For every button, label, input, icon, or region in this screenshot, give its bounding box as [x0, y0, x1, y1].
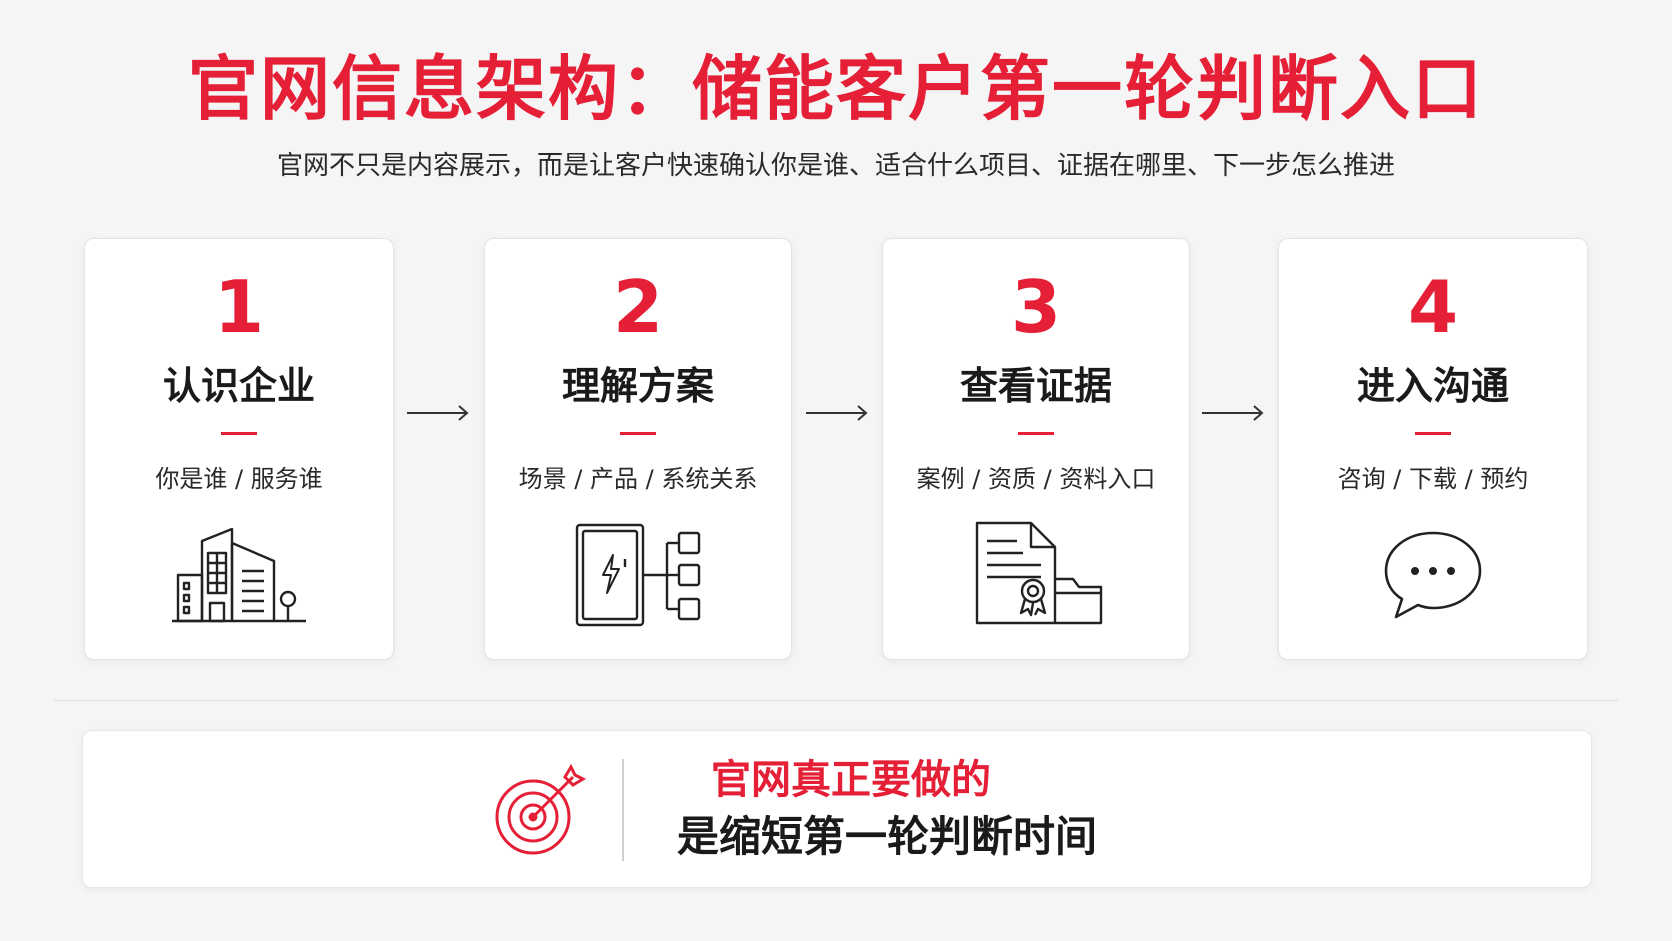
step-title: 进入沟通: [1356, 364, 1509, 408]
step-description: 场景 / 产品 / 系统关系: [518, 465, 758, 493]
step-title: 认识企业: [162, 364, 315, 408]
arrow-right-icon: [407, 405, 469, 421]
step-description: 案例 / 资质 / 资料入口: [916, 465, 1156, 493]
conclusion-panel: 官网真正要做的 是缩短第一轮判断时间: [82, 730, 1592, 888]
conclusion-statement: 是缩短第一轮判断时间: [677, 812, 1098, 861]
step-card-2: 2 理解方案 场景 / 产品 / 系统关系: [484, 238, 792, 660]
step-card-3: 3 查看证据 案例 / 资质 / 资料入口: [882, 238, 1190, 660]
target-icon: [495, 763, 587, 855]
building-icon: [172, 527, 306, 623]
page-subtitle: 官网不只是内容展示，而是让客户快速确认你是谁、适合什么项目、证据在哪里、下一步怎…: [276, 151, 1395, 181]
step-underline: [1018, 432, 1054, 435]
step-title: 查看证据: [959, 364, 1112, 408]
step-card-4: 4 进入沟通 咨询 / 下载 / 预约: [1278, 238, 1588, 660]
step-number: 3: [1010, 265, 1062, 349]
chat-bubble-icon: [1384, 531, 1482, 619]
step-card-1: 1 认识企业 你是谁 / 服务谁: [84, 238, 394, 660]
step-number: 4: [1407, 265, 1459, 349]
section-divider: [54, 700, 1618, 701]
conclusion-separator: [622, 759, 624, 861]
step-number: 2: [612, 265, 664, 349]
step-underline: [1415, 432, 1451, 435]
step-description: 咨询 / 下载 / 预约: [1337, 465, 1529, 493]
step-underline: [221, 432, 257, 435]
step-title: 理解方案: [561, 364, 714, 408]
conclusion-headline: 官网真正要做的: [711, 757, 991, 803]
arrow-right-icon: [806, 405, 868, 421]
battery-system-icon: [575, 523, 701, 627]
step-description: 你是谁 / 服务谁: [155, 465, 323, 493]
certificate-document-icon: [975, 521, 1103, 625]
step-number: 1: [213, 265, 265, 349]
arrow-right-icon: [1202, 405, 1264, 421]
step-underline: [620, 432, 656, 435]
page-title: 官网信息架构：储能客户第一轮判断入口: [188, 48, 1484, 130]
